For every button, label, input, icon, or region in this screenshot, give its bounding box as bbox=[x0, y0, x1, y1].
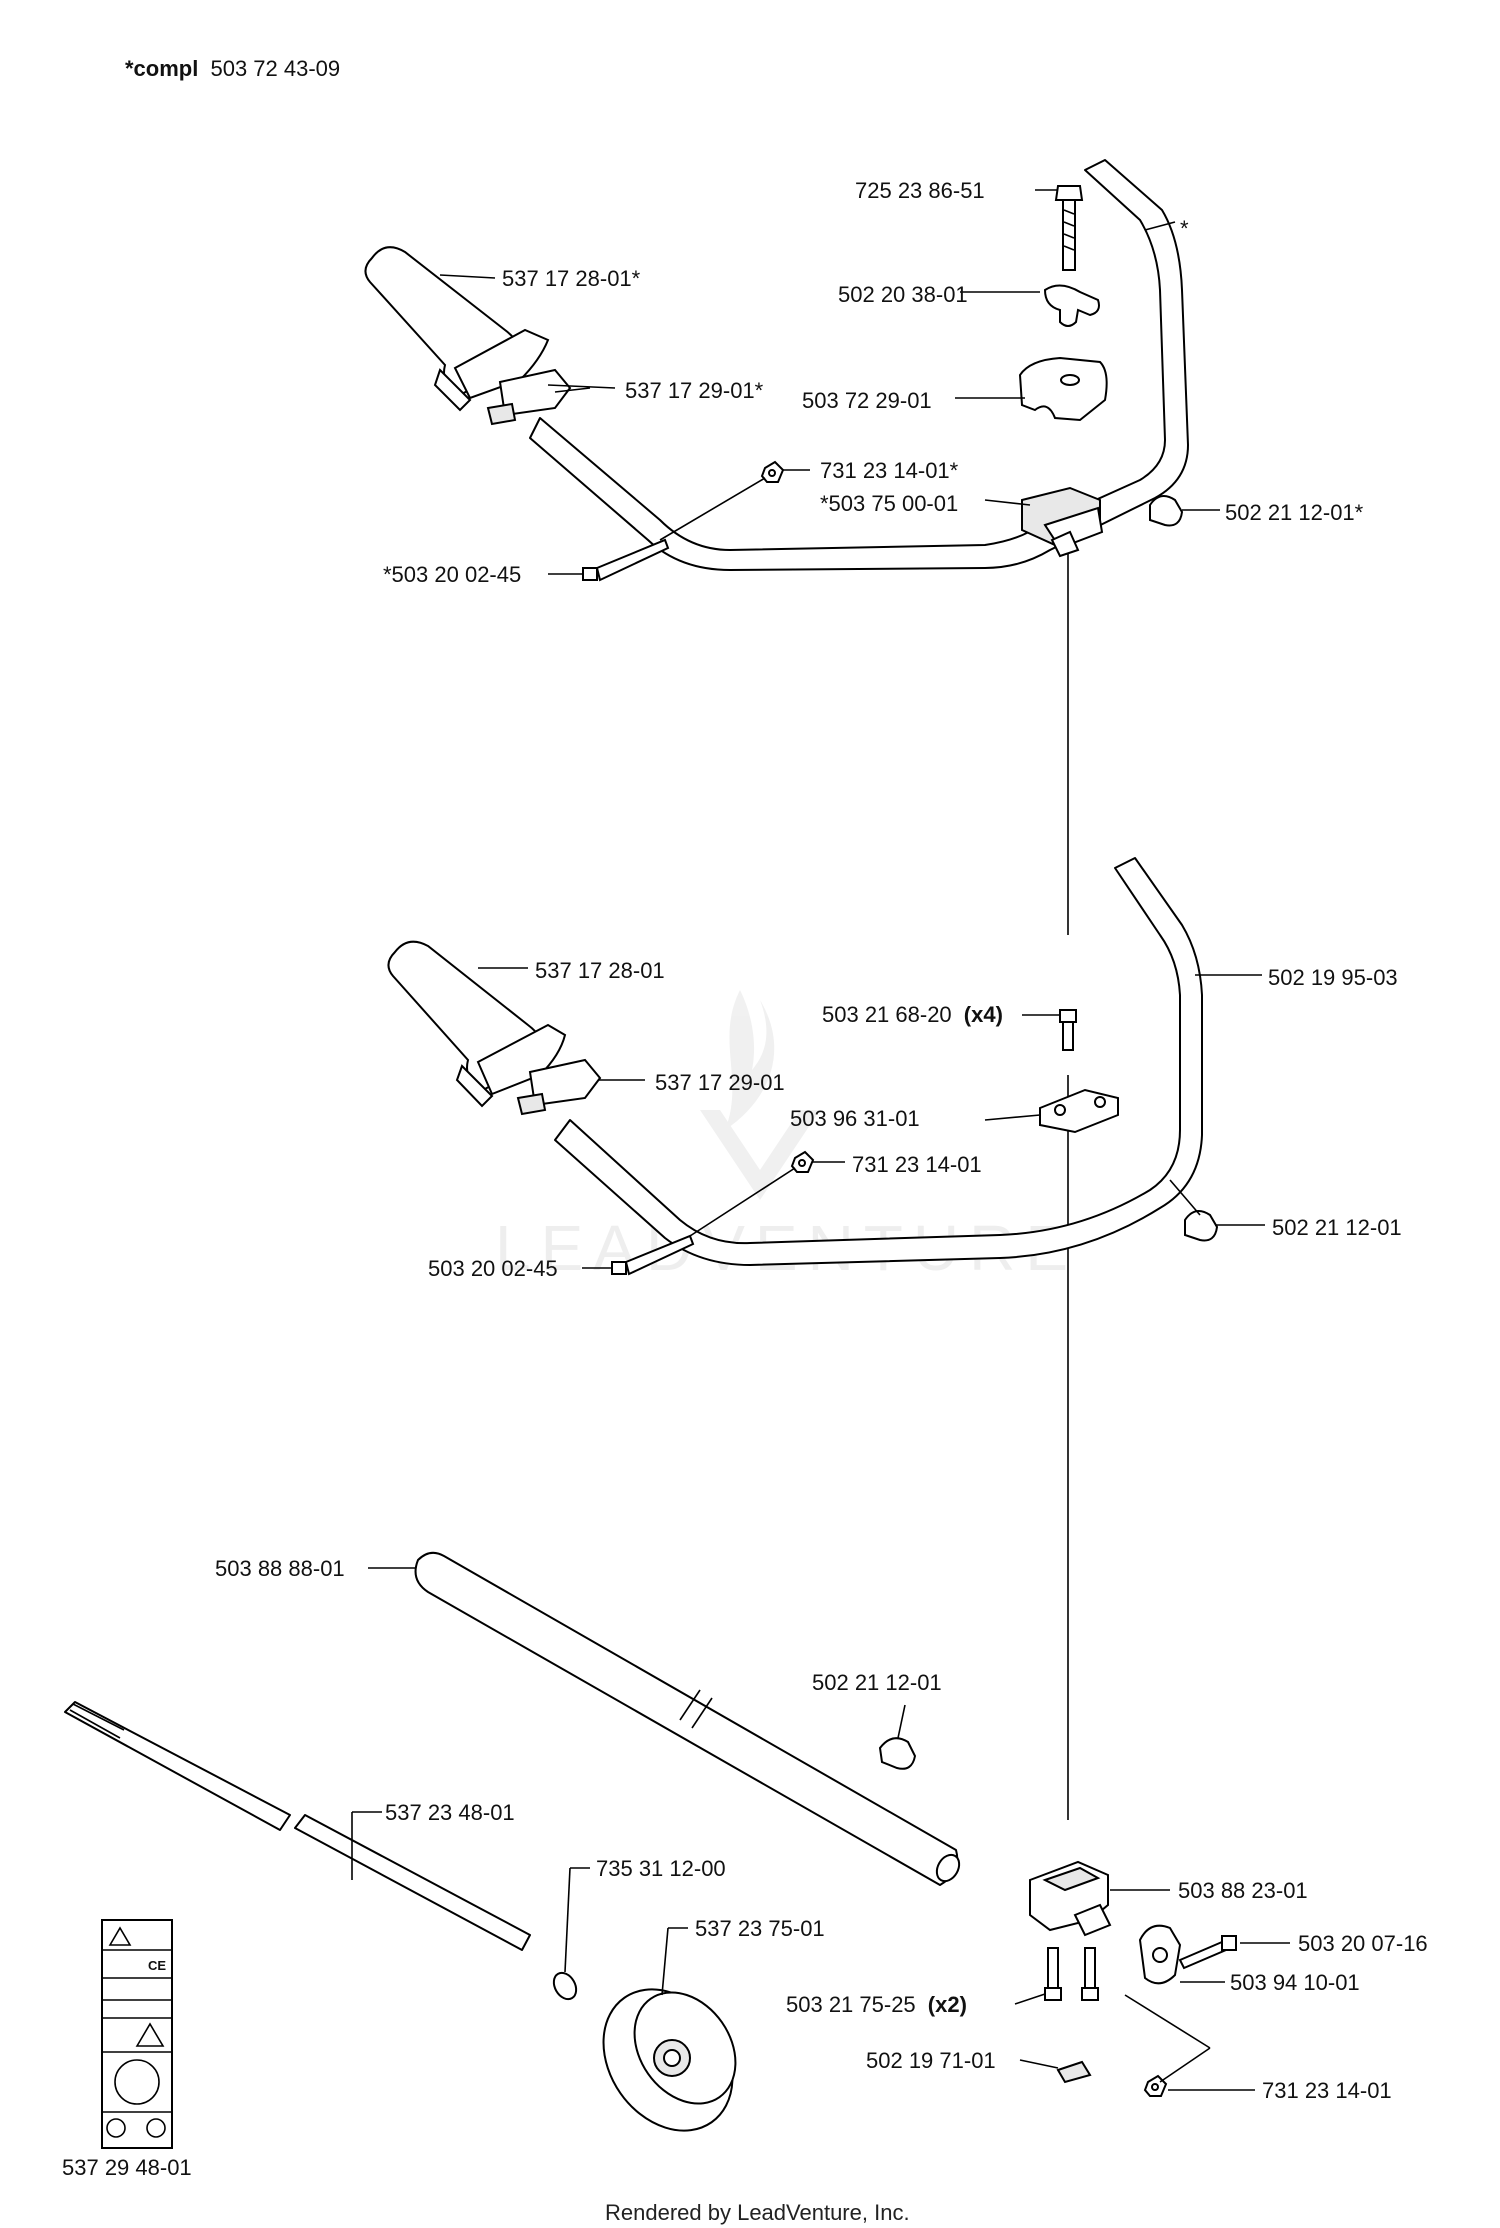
ce-mark: CE bbox=[148, 1958, 166, 1973]
middle-handle-group: 537 17 28-01 502 19 95-03 503 21 68-20 (… bbox=[387, 857, 1402, 1281]
part-label-503-88-23-01: 503 88 23-01 bbox=[1178, 1878, 1308, 1903]
upper-grip bbox=[364, 246, 550, 412]
upper-knob bbox=[1043, 284, 1100, 327]
upper-clamp bbox=[1021, 486, 1104, 558]
shaft-screws bbox=[1044, 1947, 1099, 2001]
middle-guard-clip bbox=[1184, 1210, 1219, 1242]
part-label-537-17-29-01-star: 537 17 29-01* bbox=[625, 378, 764, 403]
part-label-503-72-29-01: 503 72 29-01 bbox=[802, 388, 932, 413]
part-label-537-17-28-01: 537 17 28-01 bbox=[535, 958, 665, 983]
upper-throttle bbox=[486, 368, 591, 426]
shaft-clamp bbox=[1029, 1860, 1112, 1937]
shaft-plate bbox=[1056, 2060, 1092, 2084]
part-label-735-31-12-00: 735 31 12-00 bbox=[596, 1856, 726, 1881]
drive-shaft bbox=[64, 1701, 531, 1951]
upper-screw bbox=[582, 538, 670, 582]
part-label-537-23-48-01: 537 23 48-01 bbox=[385, 1800, 515, 1825]
upper-nut bbox=[760, 460, 785, 483]
eye-protection-icon bbox=[146, 2118, 166, 2138]
rendered-by-footer: Rendered by LeadVenture, Inc. bbox=[605, 2200, 910, 2225]
middle-screw bbox=[611, 1234, 695, 1276]
shaft-assembly-group: 503 88 88-01 502 21 12-01 537 23 48-01 7… bbox=[62, 1551, 1428, 2180]
middle-screws bbox=[1059, 1009, 1077, 1051]
side-bracket bbox=[1138, 1924, 1182, 1985]
part-label-502-19-71-01: 502 19 71-01 bbox=[866, 2048, 996, 2073]
warning-triangle-icon bbox=[108, 1926, 132, 1946]
part-label-503-20-02-45-star: *503 20 02-45 bbox=[383, 562, 521, 587]
no-bystander-icon bbox=[114, 2059, 160, 2105]
part-label-502-21-12-01-shaft: 502 21 12-01 bbox=[812, 1670, 942, 1695]
middle-bracket bbox=[1039, 1088, 1119, 1134]
part-label-731-23-14-01: 731 23 14-01 bbox=[852, 1152, 982, 1177]
part-label-537-29-48-01: 537 29 48-01 bbox=[62, 2155, 192, 2180]
upper-guard-clip bbox=[1149, 495, 1184, 527]
part-label-725-23-86-51: 725 23 86-51 bbox=[855, 178, 985, 203]
compl-label: *compl 503 72 43-09 bbox=[125, 56, 340, 81]
qty-x2: (x2) bbox=[928, 1992, 967, 2017]
part-label-star: * bbox=[1180, 216, 1189, 241]
compl-prefix: *compl bbox=[125, 56, 198, 81]
part-label-503-21-75-25: 503 21 75-25 (x2) bbox=[786, 1992, 967, 2017]
upper-handlebar bbox=[529, 159, 1189, 571]
upper-clamp-top bbox=[1018, 356, 1108, 422]
upper-handle-group: 725 23 86-51 * 537 17 28-01* 502 20 38-0… bbox=[364, 159, 1364, 587]
qty-x4: (x4) bbox=[964, 1002, 1003, 1027]
part-label-502-21-12-01: 502 21 12-01 bbox=[1272, 1215, 1402, 1240]
part-label-537-17-29-01: 537 17 29-01 bbox=[655, 1070, 785, 1095]
part-label-731-23-14-01-star: 731 23 14-01* bbox=[820, 458, 959, 483]
part-label-503-96-31-01: 503 96 31-01 bbox=[790, 1106, 920, 1131]
part-label-503-94-10-01: 503 94 10-01 bbox=[1230, 1970, 1360, 1995]
middle-handlebar bbox=[554, 857, 1203, 1266]
upper-bolt bbox=[1054, 185, 1084, 271]
part-label-537-17-28-01-star: 537 17 28-01* bbox=[502, 266, 641, 291]
part-label-502-20-38-01: 502 20 38-01 bbox=[838, 282, 968, 307]
part-number-503-21-75-25: 503 21 75-25 bbox=[786, 1992, 916, 2017]
part-label-502-21-12-01-star: 502 21 12-01* bbox=[1225, 500, 1364, 525]
middle-throttle bbox=[516, 1058, 602, 1116]
side-screw bbox=[1178, 1935, 1237, 1970]
part-label-537-23-75-01: 537 23 75-01 bbox=[695, 1916, 825, 1941]
part-number-503-21-68-20: 503 21 68-20 bbox=[822, 1002, 952, 1027]
shaft-guard-clip bbox=[878, 1737, 917, 1770]
part-label-503-75-00-01-star: *503 75 00-01 bbox=[820, 491, 958, 516]
part-label-503-20-07-16: 503 20 07-16 bbox=[1298, 1931, 1428, 1956]
ear-protection-icon bbox=[106, 2118, 126, 2138]
clutch-drum bbox=[602, 1988, 737, 2132]
warning-decal-sheet: CE bbox=[101, 1919, 173, 2149]
part-label-731-23-14-01-shaft: 731 23 14-01 bbox=[1262, 2078, 1392, 2103]
o-ring bbox=[552, 1971, 578, 2001]
hazard-triangle-icon bbox=[135, 2022, 165, 2047]
shaft-nut bbox=[1143, 2074, 1168, 2097]
part-label-503-21-68-20: 503 21 68-20 (x4) bbox=[822, 1002, 1003, 1027]
part-label-503-88-88-01: 503 88 88-01 bbox=[215, 1556, 345, 1581]
part-label-503-20-02-45: 503 20 02-45 bbox=[428, 1256, 558, 1281]
middle-nut bbox=[790, 1150, 815, 1173]
middle-grip bbox=[387, 940, 567, 1108]
part-label-502-19-95-03: 502 19 95-03 bbox=[1268, 965, 1398, 990]
compl-number: 503 72 43-09 bbox=[210, 56, 340, 81]
shaft-tube bbox=[414, 1551, 961, 1886]
